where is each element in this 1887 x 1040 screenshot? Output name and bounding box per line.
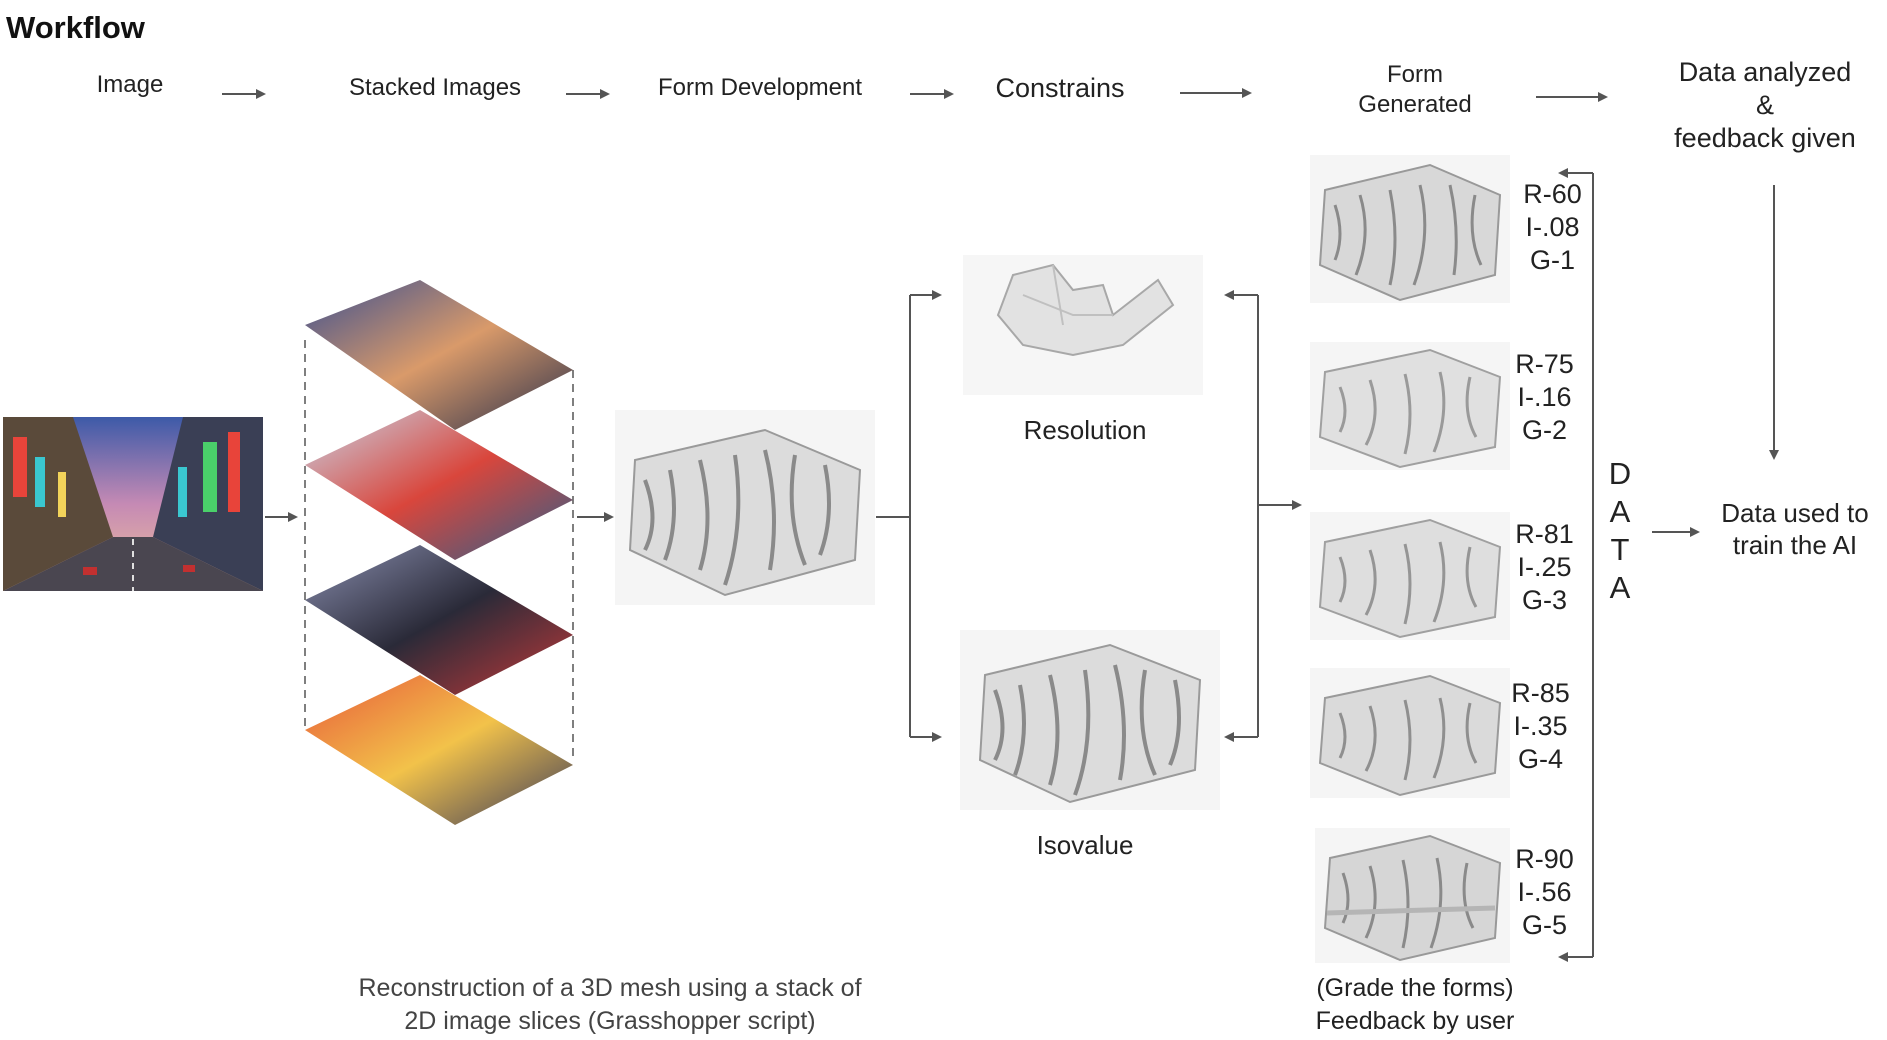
grade-4-r: R-85 [1511,678,1570,708]
caption-grade: (Grade the forms) Feedback by user [1315,974,1515,1035]
slice-2 [305,410,573,560]
step-form-generated: Form Generated [1358,61,1472,118]
slice-4 [305,675,573,825]
stacked-images [300,275,580,830]
grade-5-r: R-90 [1515,844,1574,874]
grade-1: R-60 I-.08 G-1 [1515,178,1590,277]
caption-reconstruction: Reconstruction of a 3D mesh using a stac… [358,974,862,1035]
slice-3 [305,545,573,695]
grade-4-g: G-4 [1517,744,1563,774]
grade-3-g: G-3 [1521,585,1567,615]
grade-3-r: R-81 [1515,519,1574,549]
grade-2-g: G-2 [1521,415,1567,445]
resolution-mesh [963,255,1203,395]
grade-3-i: I-.25 [1517,552,1572,582]
grade-1-i: I-.08 [1525,212,1580,242]
generated-form-1 [1310,155,1510,303]
grade-4-i: I-.35 [1513,711,1568,741]
form-development-mesh [615,410,875,605]
label-resolution: Resolution [1023,415,1147,445]
grade-2-i: I-.16 [1517,382,1572,412]
step-stacked-images: Stacked Images [348,74,522,101]
grade-1-r: R-60 [1523,179,1582,209]
generated-form-5 [1315,828,1510,963]
isovalue-mesh [960,630,1220,810]
step-image: Image [96,71,164,98]
grade-5-g: G-5 [1521,910,1567,940]
label-isovalue: Isovalue [1036,830,1134,860]
grade-1-g: G-1 [1529,245,1575,275]
grade-5: R-90 I-.56 G-5 [1507,843,1582,942]
grade-3: R-81 I-.25 G-3 [1507,518,1582,617]
data-vertical-label: D A T A [1608,456,1632,605]
step-constrains: Constrains [995,73,1125,103]
label-train-ai: Data used to train the AI [1721,498,1869,560]
generated-form-3 [1310,512,1510,640]
slice-1 [305,280,573,430]
generated-form-4 [1310,668,1510,798]
page-title: Workflow [6,10,145,45]
grade-4: R-85 I-.35 G-4 [1503,677,1578,776]
grade-2: R-75 I-.16 G-2 [1507,348,1582,447]
generated-form-2 [1310,342,1510,470]
step-form-development: Form Development [657,74,863,101]
step-data-analyzed: Data analyzed & feedback given [1674,57,1856,153]
grade-2-r: R-75 [1515,349,1574,379]
grade-5-i: I-.56 [1517,877,1572,907]
city-photo [3,417,263,591]
